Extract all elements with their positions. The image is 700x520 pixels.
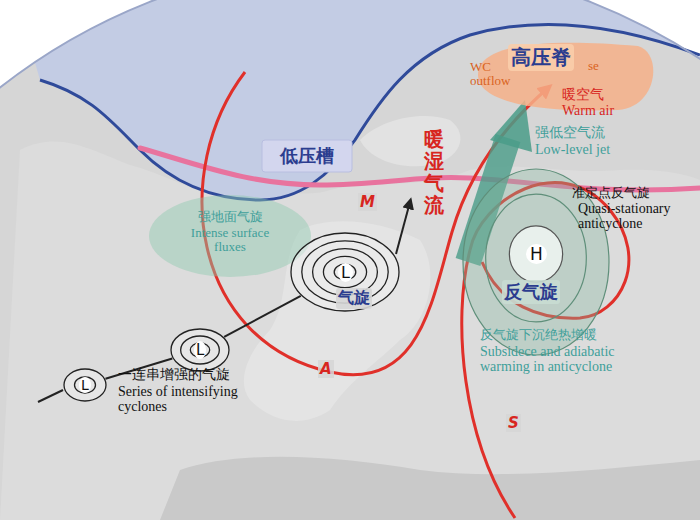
cyclone: L	[170, 328, 230, 372]
annotation-label: 强低空气流	[535, 124, 605, 142]
annotation-label: A	[318, 360, 334, 378]
jet-stream-line	[140, 148, 700, 190]
annotation-label: 反气旋下沉绝热增暖	[480, 326, 597, 344]
flux-ellipse	[149, 195, 311, 277]
annotation-label: M	[358, 193, 377, 211]
annotation-label: 准定点反气旋	[572, 184, 650, 202]
annotation-label: 一连串增强的气旋	[118, 366, 230, 384]
annotation-label: se	[588, 58, 599, 74]
node-text: H	[526, 244, 547, 264]
node-text: 气旋	[336, 288, 372, 309]
node-text: L	[79, 377, 91, 393]
node-text: L	[338, 263, 353, 282]
isobar	[171, 329, 229, 371]
node-text: 强地面气旋	[148, 208, 312, 226]
annotation-label: Low-level jet	[535, 142, 610, 158]
isobar	[486, 194, 587, 322]
node-text: 低压槽	[280, 144, 334, 168]
annotation-label: Series of intensifying cyclones	[118, 384, 268, 415]
isobar	[509, 226, 562, 282]
annotation-label: WC outflow	[470, 60, 516, 89]
cyclone-track	[38, 390, 63, 402]
label-box	[262, 140, 352, 172]
annotation-label: 暖湿气流	[424, 128, 444, 216]
node-text: 高压脊	[508, 44, 574, 71]
trough-line	[40, 25, 700, 200]
annotation-label: S	[506, 414, 521, 432]
node-text: 反气旋	[502, 280, 560, 304]
annotation-label: Quasi-stationary anticyclone	[578, 201, 696, 232]
cyclone: L	[63, 368, 107, 402]
warm-moist-flow-head	[490, 100, 532, 152]
isobar	[323, 256, 366, 287]
surface-flux-region: 强地面气旋Intense surface fluxes	[148, 194, 312, 278]
isobar	[181, 336, 220, 364]
cyclone-track	[396, 202, 410, 254]
node-text: Intense surface fluxes	[178, 226, 282, 255]
annotation-label: Subsidece and adiabatic warming in antic…	[480, 344, 618, 375]
isobar	[64, 369, 106, 401]
land	[360, 116, 460, 166]
cyclone: L 气旋	[290, 232, 400, 312]
cyclone-track	[224, 296, 301, 337]
isobar	[75, 377, 96, 393]
trough-label-box: 低压槽	[262, 140, 352, 172]
sea	[160, 457, 700, 520]
land	[0, 142, 700, 520]
isobar	[291, 233, 399, 311]
annotation-label: 暖空气	[562, 86, 604, 104]
annotation-label: Warm air	[562, 103, 614, 119]
polar-cap	[0, 0, 700, 200]
